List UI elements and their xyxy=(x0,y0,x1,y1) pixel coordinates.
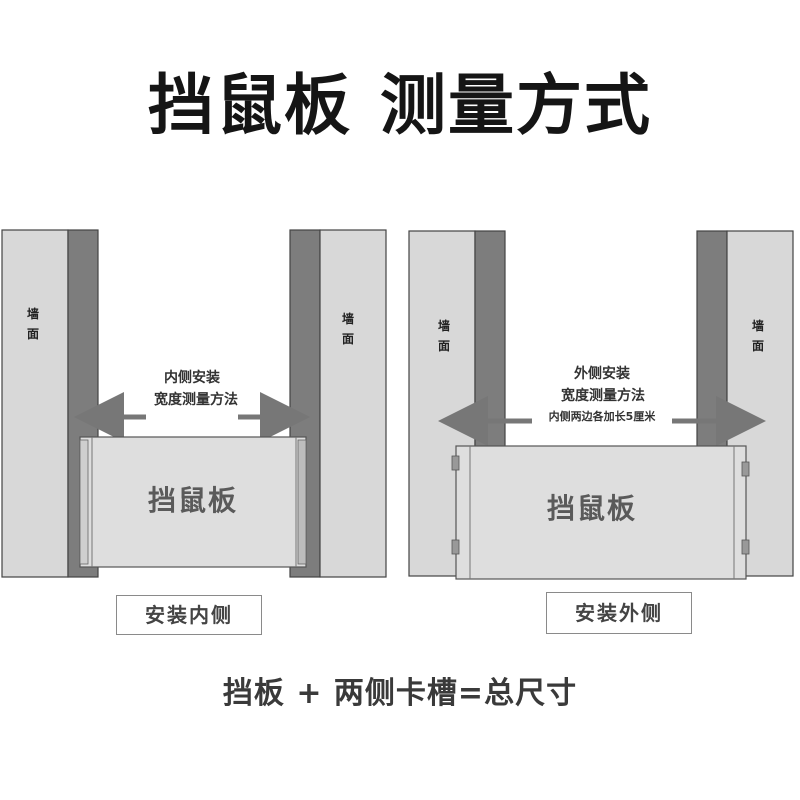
left-board-label: 挡鼠板 xyxy=(148,484,238,517)
page-title: 挡鼠板测量方式 xyxy=(0,52,800,148)
left-wall-b xyxy=(319,229,387,578)
left-wall-a-label-1: 墙 xyxy=(27,306,39,321)
left-wall-a xyxy=(1,229,69,578)
right-board xyxy=(455,445,747,580)
left-wall-b-label-2: 面 xyxy=(342,332,354,346)
right-wall-b-label-1: 墙 xyxy=(752,318,764,333)
left-wall-a-label-2: 面 xyxy=(27,327,39,341)
right-desc-line1: 外侧安装 xyxy=(574,365,631,382)
left-diagram: 墙 面 墙 面 内侧安装 宽度测量方法 挡鼠板 xyxy=(1,229,387,578)
right-desc-line3: 内侧两边各加长5厘米 xyxy=(549,409,657,423)
left-desc-line2: 宽度测量方法 xyxy=(154,391,238,408)
left-wall-b-label-1: 墙 xyxy=(342,311,354,326)
title-part2: 测量方式 xyxy=(380,67,652,144)
right-wall-a-label-2: 面 xyxy=(438,339,450,353)
title-part1: 挡鼠板 xyxy=(148,67,352,144)
outer-install-tag: 安装外侧 xyxy=(546,592,692,634)
right-desc-line2: 宽度测量方法 xyxy=(561,387,645,404)
right-diagram: 墙 面 墙 面 外侧安装 宽度测量方法 内侧两边各加长5厘米 挡鼠板 xyxy=(408,230,794,580)
right-wall-a-label-1: 墙 xyxy=(438,318,450,333)
right-wall-b-label-2: 面 xyxy=(752,339,764,353)
left-desc-line1: 内侧安装 xyxy=(164,369,221,386)
total-size-formula: 挡板 + 两侧卡槽=总尺寸 xyxy=(222,676,578,711)
inner-install-tag: 安装内侧 xyxy=(116,595,262,635)
right-board-label: 挡鼠板 xyxy=(547,492,637,525)
